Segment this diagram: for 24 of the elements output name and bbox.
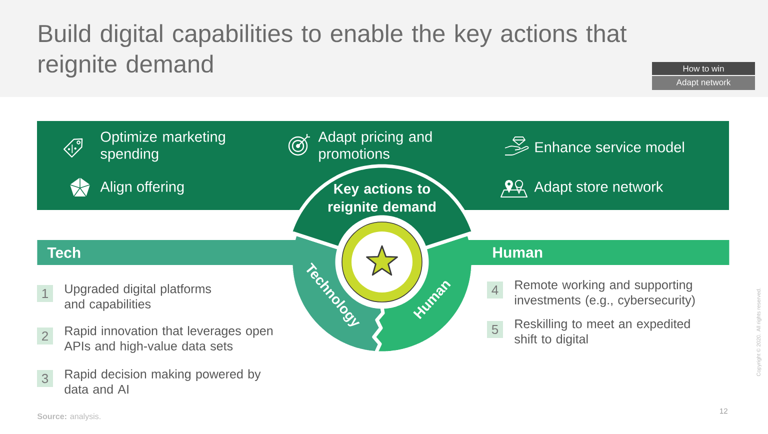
node-label: Tech [47, 246, 80, 258]
item-text: Reskilling to meet an expedited shift to digital [514, 319, 690, 346]
action-label: Optimize marketing spending [100, 131, 225, 162]
item-text: Rapid innovation that leverages open APIs and high-value data sets [64, 326, 272, 353]
item-text: Upgraded digital platforms and capabilities [64, 284, 212, 311]
section-tag: How to win [652, 62, 755, 75]
section-tag: Adapt network [652, 76, 755, 90]
number-badge: 3 [37, 370, 53, 387]
title: Build digital capabilities to enable the key actions that reignite demand [38, 24, 627, 78]
source-note: Source: analysis. [37, 413, 100, 421]
item-text: Remote working and supporting investments (e.g., cybersecurity) [515, 280, 695, 307]
header-bar: Tech [37, 240, 300, 265]
node-label: Human [493, 247, 542, 258]
action-label: Adapt store network [534, 181, 664, 195]
number-badge: 1 [37, 285, 53, 302]
number-badge: 4 [487, 282, 503, 298]
action-label: Align offering [100, 181, 184, 195]
action-label: Enhance service model [535, 142, 684, 152]
action-label: Adapt pricing and promotions [318, 131, 432, 162]
number-badge: 5 [487, 321, 503, 338]
key-actions-tab: Key actions to reignite demand [288, 164, 476, 250]
item-text: Rapid decision making powered by data and AI [64, 369, 261, 394]
header-bar: Human [464, 240, 730, 265]
number-badge: 2 [37, 328, 53, 344]
